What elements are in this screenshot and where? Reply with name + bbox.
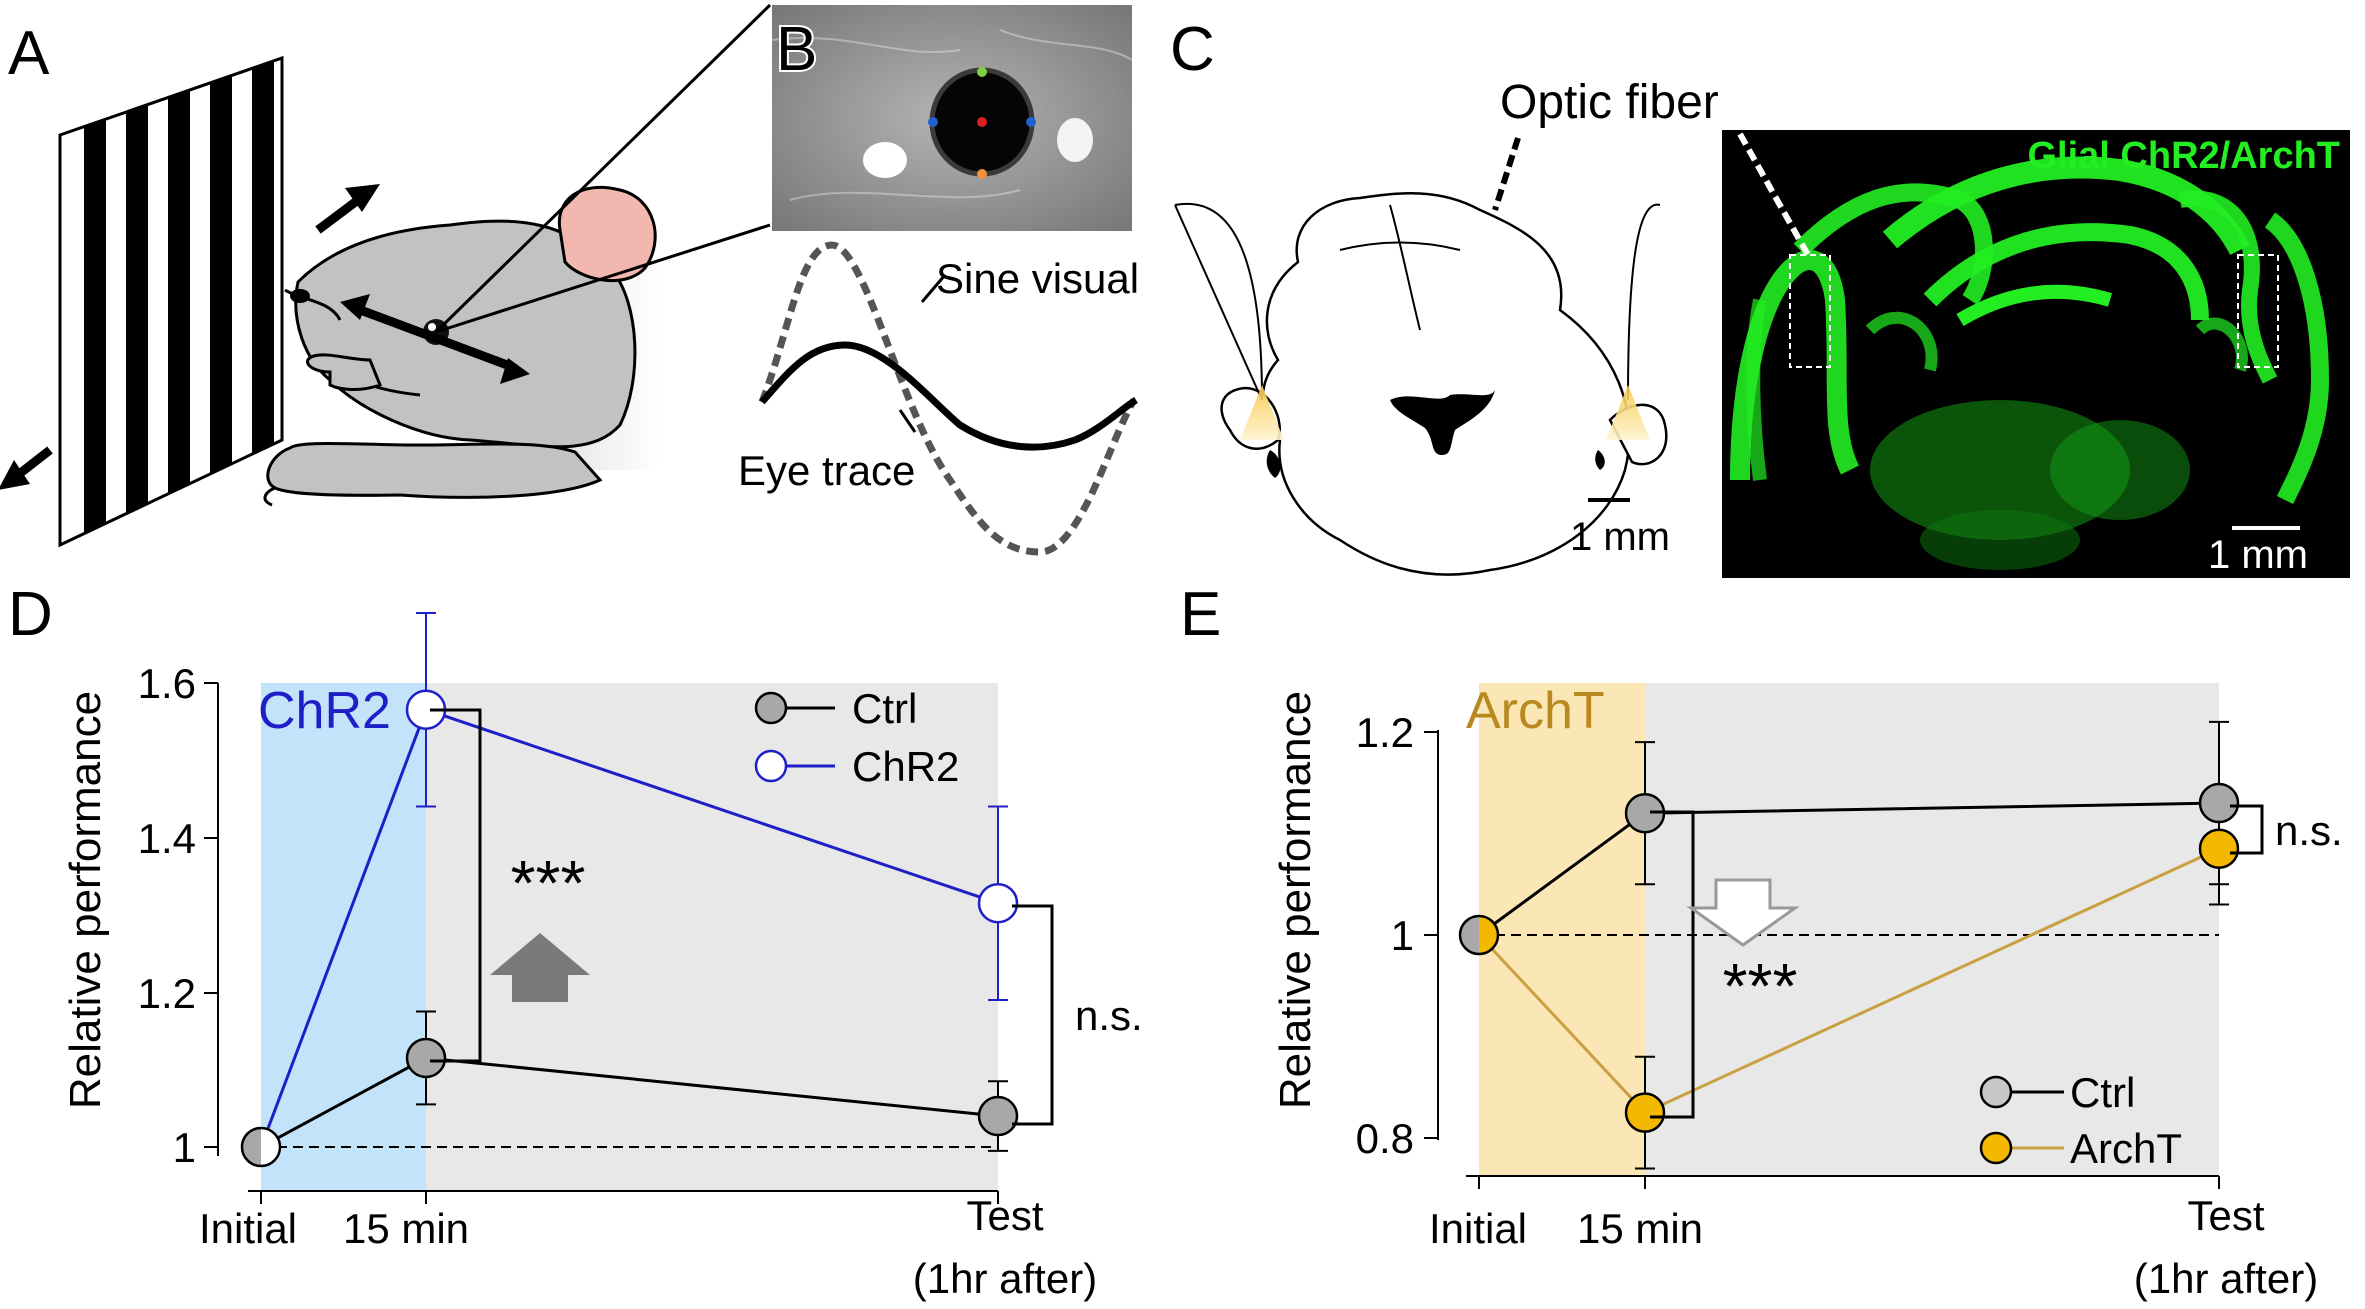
- eye-trace-line: [759, 341, 1138, 451]
- data-point-chr2: [977, 882, 1019, 924]
- arrow-down-left-icon: [0, 446, 53, 490]
- ylabel-e: Relative performance: [1271, 691, 1320, 1109]
- arrow-down-icon: [1686, 878, 1800, 947]
- sig-bracket-e: ***: [1650, 810, 1800, 1119]
- stim-shade-chr2: [261, 683, 426, 1191]
- ytick-e-0-8: 0.8: [1356, 1115, 1414, 1162]
- ytick-d-1-2: 1.2: [138, 970, 196, 1017]
- ytick-e-1-2: 1.2: [1356, 709, 1414, 756]
- xtick-d-initial: Initial: [199, 1205, 297, 1252]
- yaxis-e: 0.8 1 1.2: [1356, 709, 1439, 1162]
- panel-c: C Optic fiber 1 mm: [1170, 15, 2350, 578]
- panel-letter-e: E: [1180, 580, 1221, 649]
- eye-trace-label: Eye trace: [738, 447, 915, 494]
- xaxis-e: Initial 15 min Test (1hr after): [1429, 1175, 2318, 1302]
- panel-letter-a: A: [8, 19, 50, 88]
- ytick-d-1: 1: [173, 1124, 196, 1171]
- data-point-ctrl: [977, 1095, 1019, 1137]
- mouse-illustration: [263, 185, 657, 507]
- data-point-initial-ctrl: [242, 1128, 261, 1166]
- marks-d: [240, 611, 1019, 1168]
- yaxis-d: 1 1.2 1.4 1.6: [138, 660, 219, 1171]
- xaxis-d: Initial 15 min Test (1hr after): [199, 1190, 1097, 1302]
- ns-label-d: n.s.: [1075, 992, 1143, 1039]
- panel-letter-d: D: [8, 580, 53, 649]
- ytick-e-1: 1: [1391, 912, 1414, 959]
- xtick-d-test: Test: [966, 1192, 1043, 1239]
- sine-visual-label: Sine visual: [936, 255, 1139, 302]
- fiber-site-box-left: [1789, 254, 1831, 368]
- arrow-up-right-icon: [315, 184, 380, 234]
- data-point-ctrl: [405, 1037, 447, 1079]
- xtick-d-15min: 15 min: [343, 1205, 469, 1252]
- light-cone-left: [1240, 385, 1284, 440]
- grating-screen: [58, 55, 284, 548]
- xtick-e-test-sub: (1hr after): [2134, 1255, 2318, 1302]
- panel-b: B Sine visual Eye trace: [738, 5, 1139, 556]
- ns-label-e: n.s.: [2275, 807, 2343, 854]
- legend-e-ctrl: Ctrl: [2070, 1069, 2135, 1116]
- light-cone-right: [1606, 385, 1650, 440]
- eye-photo: [771, 5, 1133, 231]
- panel-e: E ArchT Relative performance 0.8 1 1.2 I…: [1180, 580, 2343, 1302]
- xtick-e-test: Test: [2187, 1192, 2264, 1239]
- panel-letter-b: B: [776, 15, 817, 84]
- ns-bracket-d: n.s.: [1012, 904, 1143, 1126]
- scale-right-label: 1 mm: [2208, 533, 2308, 577]
- optic-fiber-dash: [1492, 137, 1521, 211]
- sine-visual-trace: [758, 241, 1138, 556]
- panel-a: A: [0, 3, 772, 548]
- ylabel-d: Relative performance: [61, 691, 110, 1109]
- data-point-initial-ctrl: [1460, 916, 1479, 954]
- legend-d: Ctrl ChR2: [754, 685, 959, 790]
- ns-bracket-e: n.s.: [2230, 804, 2343, 855]
- shade-label-archt: ArchT: [1466, 682, 1605, 740]
- sig-bracket-d: ***: [430, 708, 590, 1063]
- sig-stars-d: ***: [511, 847, 586, 919]
- marks-e: [1458, 720, 2240, 1170]
- legend-e-archt: ArchT: [2070, 1125, 2182, 1172]
- zoom-line-top: [434, 3, 772, 334]
- data-point-initial-treatment: [1479, 916, 1498, 954]
- ytick-d-1-6: 1.6: [138, 660, 196, 707]
- fiber-path-dash: [1737, 132, 1811, 257]
- legend-d-ctrl: Ctrl: [852, 685, 917, 732]
- arrow-up-icon: [490, 933, 590, 1002]
- panel-letter-c: C: [1170, 15, 1215, 84]
- optic-fiber-label: Optic fiber: [1500, 76, 1719, 129]
- xtick-e-15min: 15 min: [1577, 1205, 1703, 1252]
- zoom-line-bottom: [435, 223, 771, 334]
- scale-left-label: 1 mm: [1570, 515, 1670, 559]
- xtick-d-test-sub: (1hr after): [913, 1255, 1097, 1302]
- panel-d: D ChR2 Relative performance 1 1.2 1.4 1.…: [8, 580, 1143, 1302]
- glial-label: Glial ChR2/ArchT: [2028, 135, 2341, 177]
- data-point-ctrl: [2198, 782, 2240, 824]
- ytick-d-1-4: 1.4: [138, 815, 196, 862]
- data-point-initial-outline: [1458, 914, 1500, 956]
- data-point-archt: [2198, 828, 2240, 869]
- fiber-left: [1174, 204, 1263, 401]
- stim-shade-archt: [1479, 683, 1645, 1176]
- shade-label-chr2: ChR2: [258, 682, 391, 740]
- legend-e: Ctrl ArchT: [1979, 1069, 2182, 1172]
- sig-stars-e: ***: [1723, 950, 1798, 1022]
- data-point-archt: [1624, 1092, 1666, 1133]
- legend-d-chr2: ChR2: [852, 743, 959, 790]
- xtick-e-initial: Initial: [1429, 1205, 1527, 1252]
- fiber-site-box-right: [2237, 254, 2279, 368]
- fluorescence-image: Glial ChR2/ArchT 1 mm: [1722, 130, 2350, 578]
- data-point-initial-treatment: [261, 1128, 280, 1166]
- data-point-initial-outline: [240, 1126, 282, 1168]
